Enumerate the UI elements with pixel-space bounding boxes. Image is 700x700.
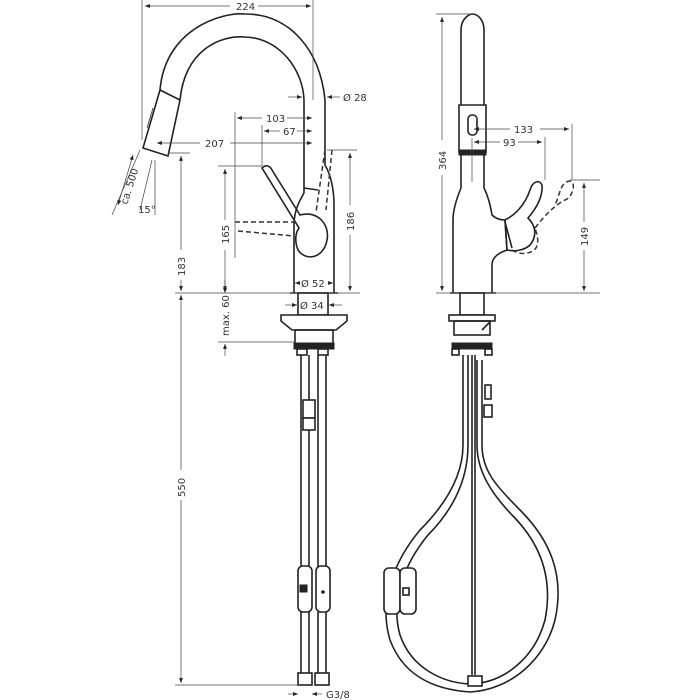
dim-spout-diameter: Ø 28 [343,92,367,104]
dim-spout-reach: 207 [205,139,224,150]
dim-front-handle-height: 149 [580,227,591,246]
side-dimensions: 224 Ø 28 103 67 207 ca. 500 [111,0,367,700]
dim-spray-angle: 15° [138,205,156,216]
front-spout [458,13,487,188]
dim-spout-clearance: 183 [177,257,188,276]
dim-handle-reach-93: 93 [503,138,516,149]
dim-shank-diameter: Ø 34 [300,300,324,312]
spout [142,13,326,193]
dim-handle-reach-67: 67 [283,127,296,138]
dim-body-diameter: Ø 52 [301,278,325,290]
front-shank [448,292,496,356]
front-view: 364 133 93 149 [383,13,600,693]
dim-body-height: 186 [346,212,357,231]
dim-handle-height: 165 [221,225,232,244]
dim-pullout-length: ca. 500 [119,167,141,206]
side-view: 224 Ø 28 103 67 207 ca. 500 [111,0,367,700]
dim-handle-reach-103: 103 [266,114,285,125]
mounting-shank [280,292,348,356]
front-body [450,180,575,294]
front-dimensions: 364 133 93 149 [436,13,600,294]
dim-connection-thread: G3/8 [326,690,350,700]
dim-max-deck-thickness: max. 60 [221,295,232,336]
dim-hose-length: 550 [177,478,188,497]
dim-overall-reach: 224 [236,2,255,13]
dim-handle-reach-133: 133 [514,125,533,136]
front-hose-loop [383,355,559,693]
mixer-body [235,149,338,294]
dim-overall-height: 364 [438,151,449,170]
supply-hoses [297,355,331,686]
